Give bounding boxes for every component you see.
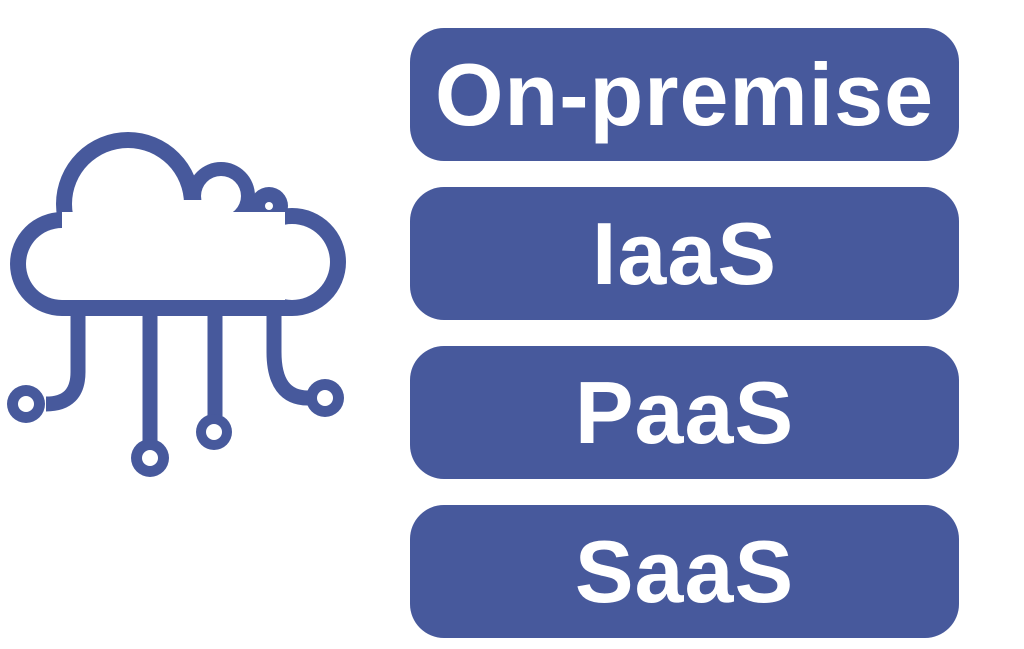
service-pill-on-premise[interactable]: On-premise (410, 28, 959, 161)
service-pill-iaas[interactable]: IaaS (410, 187, 959, 320)
service-label: SaaS (574, 521, 795, 621)
network-lines (45, 305, 309, 441)
service-label: PaaS (574, 362, 795, 462)
cloud-outline-inner (26, 148, 330, 300)
service-pill-saas[interactable]: SaaS (410, 505, 959, 638)
cloud-network-icon (7, 132, 346, 477)
network-node-holes (18, 390, 333, 466)
service-label: IaaS (591, 203, 778, 303)
service-pill-paas[interactable]: PaaS (410, 346, 959, 479)
service-label: On-premise (434, 44, 935, 144)
